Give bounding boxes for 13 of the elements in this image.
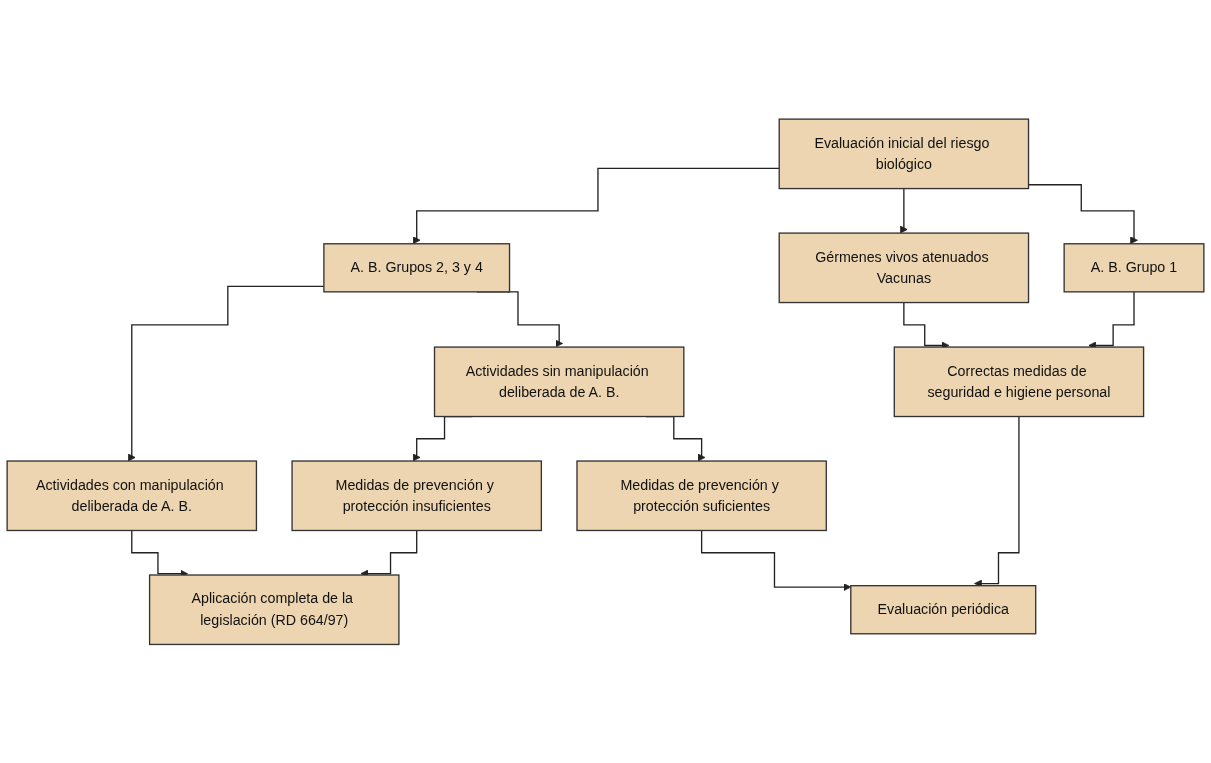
node-box: A. B. Grupos 2, 3 y 4 [323, 242, 511, 293]
node-box: Aplicación completa de la legislación (RD 664/97) [148, 574, 400, 645]
arrow [412, 167, 780, 244]
node-box: Evaluación inicial del riesgo biológico [778, 118, 1030, 189]
arrow [899, 187, 908, 234]
node-box: Medidas de prevención y protección suficientes [576, 460, 827, 531]
node-box: Actividades sin manipulación deliberada de A. B. [433, 346, 685, 417]
node-box: Evaluación periódica [850, 584, 1037, 635]
node-box: Medidas de prevención y protección insuficientes [291, 460, 543, 531]
node-box: Gérmenes vivos atenuados Vacunas [778, 232, 1030, 303]
node-box: A. B. Grupo 1 [1063, 242, 1205, 293]
node-box: Correctas medidas de seguridad e higiene personal [893, 346, 1145, 417]
node-box: Actividades con manipulación deliberada de A. B. [6, 460, 258, 531]
